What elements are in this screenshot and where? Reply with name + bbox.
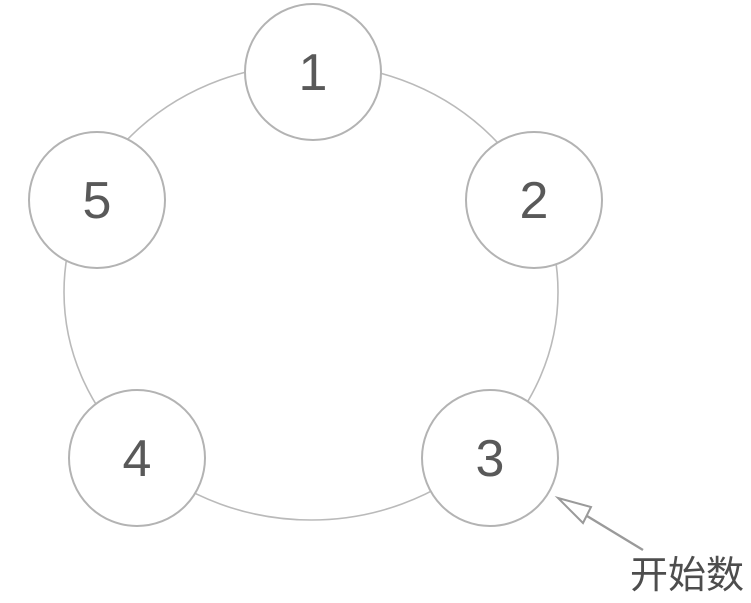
node-1-circle	[244, 3, 382, 141]
node-3-label: 3	[476, 430, 505, 488]
node-4-circle	[68, 389, 206, 527]
node-2-label: 2	[520, 172, 549, 230]
node-5: 5	[28, 131, 166, 269]
annotation-label: 开始数	[630, 553, 744, 597]
node-1-label: 1	[299, 44, 328, 102]
node-2-circle	[465, 131, 603, 269]
node-4-label: 4	[123, 430, 152, 488]
node-3: 3	[421, 389, 559, 527]
open-arrowhead-icon	[554, 496, 593, 525]
arrow-shaft	[586, 514, 644, 552]
node-5-label: 5	[83, 172, 112, 230]
node-3-circle	[421, 389, 559, 527]
node-2: 2	[465, 131, 603, 269]
node-1: 1	[244, 3, 382, 141]
node-5-circle	[28, 131, 166, 269]
node-4: 4	[68, 389, 206, 527]
annotation-group: 开始数	[554, 496, 744, 597]
